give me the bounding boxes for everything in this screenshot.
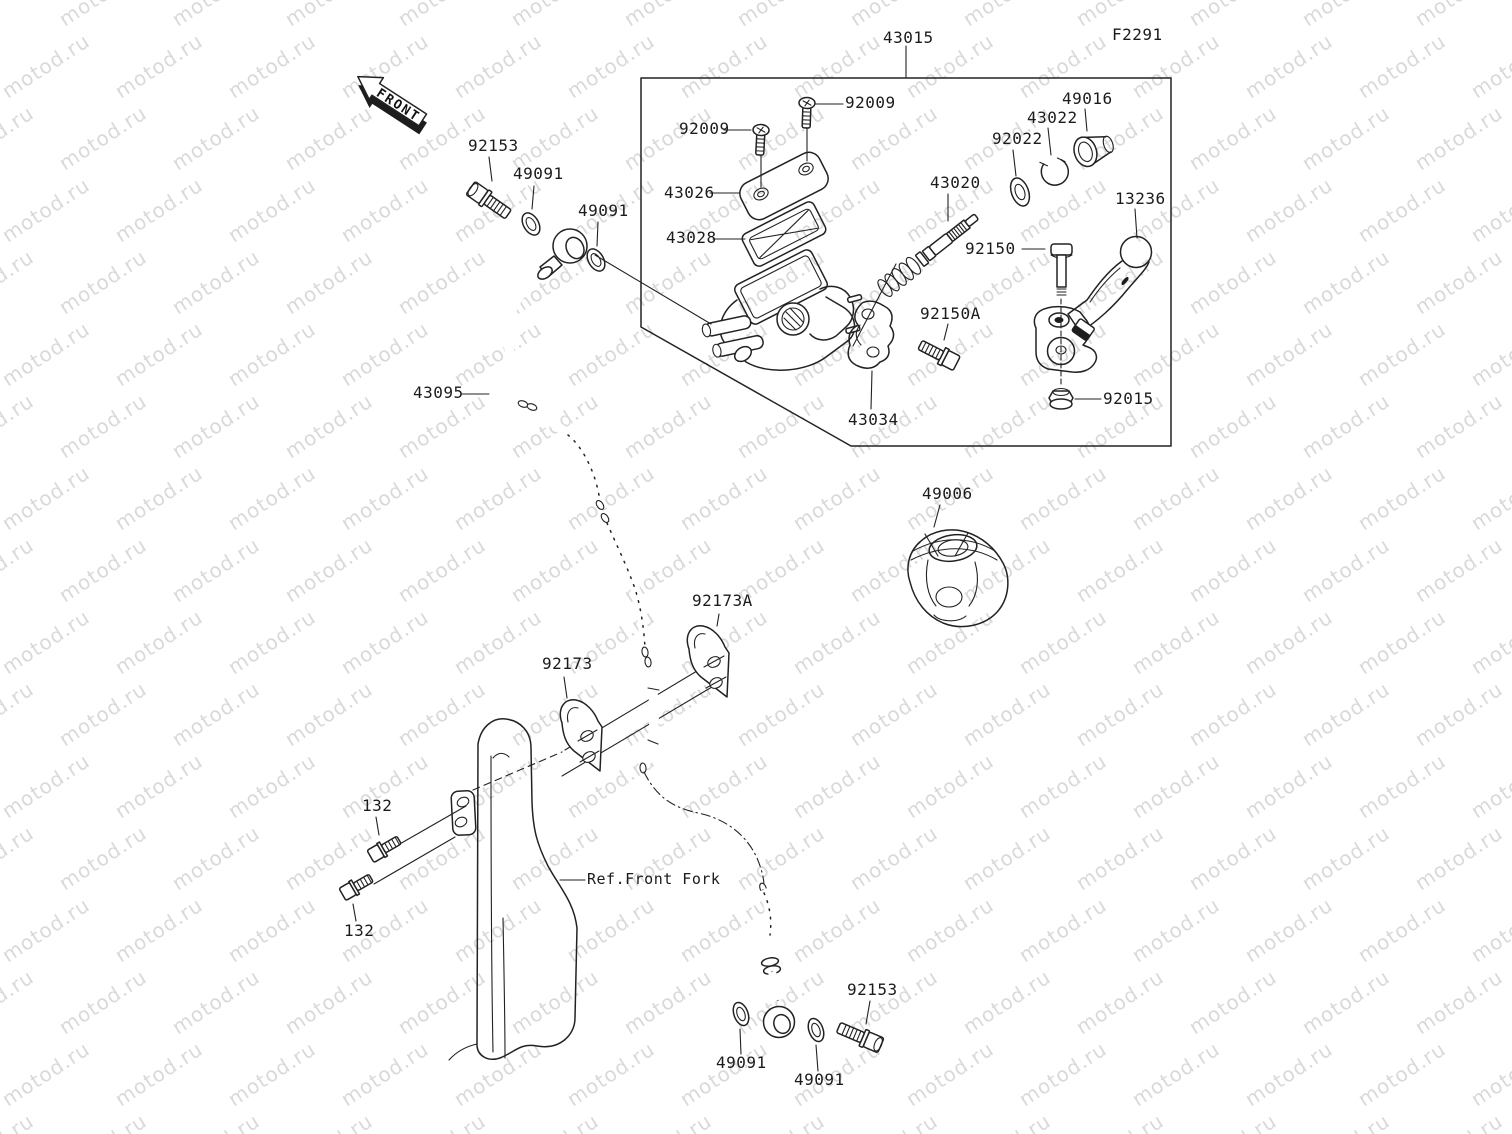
washer-92022 (1009, 177, 1031, 207)
fork-bracket (450, 790, 477, 836)
piston-assembly (877, 213, 979, 297)
dust-cup-49016 (1073, 135, 1114, 168)
washer-49091-top1 (521, 212, 541, 236)
washer-49091-bottom-left (732, 1001, 750, 1027)
banjo-bolt-92153-bottom (836, 1022, 885, 1053)
front-arrow-icon: FRONT (357, 75, 428, 135)
e-ring-43022 (1039, 157, 1070, 186)
clamp-92173 (559, 699, 603, 772)
front-fork-drawing (448, 718, 578, 1061)
clamp-43034 (847, 300, 895, 369)
brake-hose (502, 268, 796, 1039)
bolt-axis-lines (373, 661, 718, 885)
washer-49091-bottom-right (807, 1017, 825, 1043)
brake-lever-drawing (1033, 235, 1153, 410)
clamp-92173A (686, 625, 730, 698)
banjo-bolt-92153-top (465, 181, 512, 219)
hose-eyelet-top (537, 228, 588, 280)
washer-49091-top2 (586, 248, 606, 272)
bolt-92150A (917, 340, 961, 371)
master-cylinder-drawing (701, 96, 897, 371)
assembly-box (640, 77, 1172, 447)
boot-49006 (907, 529, 1009, 628)
bolt-132-upper (366, 836, 402, 863)
leader-lines (352, 45, 1138, 1072)
bolt-132-lower (338, 874, 374, 901)
